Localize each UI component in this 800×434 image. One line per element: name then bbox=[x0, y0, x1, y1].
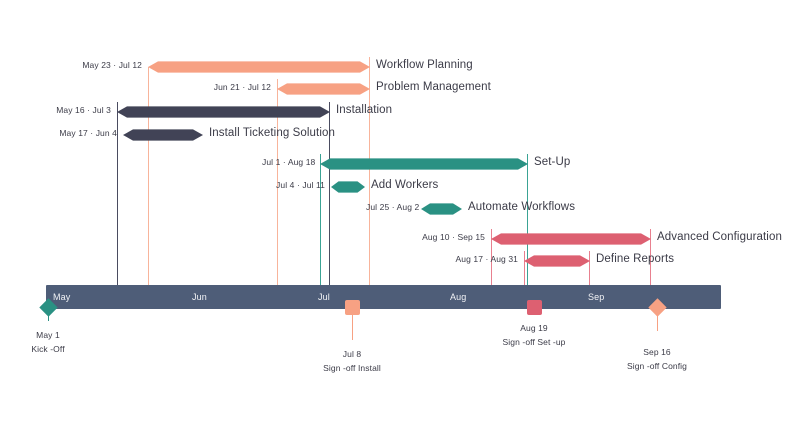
connector-line bbox=[329, 102, 330, 291]
milestone-diamond-icon bbox=[647, 297, 667, 317]
task-date-range: Jun 21 · Jul 12 bbox=[213, 82, 271, 92]
milestone-name: Sign -off Install bbox=[323, 363, 381, 373]
milestone-label: Jul 8 Sign -off Install bbox=[272, 348, 432, 375]
task-row[interactable]: Aug 17 · Aug 31 Define Reports bbox=[0, 251, 800, 271]
task-bar[interactable] bbox=[524, 251, 590, 271]
month-label: Jun bbox=[192, 292, 207, 302]
task-bar[interactable] bbox=[421, 199, 462, 219]
task-row[interactable]: Jun 21 · Jul 12 Problem Management bbox=[0, 79, 800, 99]
connector-line bbox=[117, 102, 118, 291]
milestone-label: May 1 Kick -Off bbox=[0, 329, 128, 356]
task-row[interactable]: Jul 25 · Aug 2 Automate Workflows bbox=[0, 199, 800, 219]
task-date-range: May 23 · Jul 12 bbox=[82, 60, 142, 70]
milestone-square-icon bbox=[526, 299, 542, 315]
connector-line bbox=[524, 251, 525, 291]
milestone-date: Aug 19 bbox=[520, 323, 548, 333]
connector-line bbox=[491, 229, 492, 291]
task-date-range: Aug 17 · Aug 31 bbox=[455, 254, 518, 264]
month-label: Sep bbox=[588, 292, 605, 302]
task-name-label: Advanced Configuration bbox=[657, 231, 782, 243]
milestone-date: May 1 bbox=[36, 330, 60, 340]
task-row[interactable]: May 17 · Jun 4 Install Ticketing Solution bbox=[0, 125, 800, 145]
task-date-range: May 16 · Jul 3 bbox=[56, 105, 111, 115]
task-row[interactable]: May 16 · Jul 3 Installation bbox=[0, 102, 800, 122]
milestone-stem bbox=[657, 305, 658, 331]
milestone-label: Sep 16 Sign -off Config bbox=[577, 346, 737, 373]
task-name-label: Install Ticketing Solution bbox=[209, 127, 335, 139]
timeline-axis: May Jun Jul Aug Sep bbox=[46, 285, 721, 309]
task-name-label: Workflow Planning bbox=[376, 59, 473, 71]
task-bar[interactable] bbox=[148, 57, 370, 77]
task-row[interactable]: Aug 10 · Sep 15 Advanced Configuration bbox=[0, 229, 800, 249]
task-name-label: Add Workers bbox=[371, 179, 439, 191]
milestone-date: Jul 8 bbox=[342, 349, 362, 359]
task-bar[interactable] bbox=[331, 177, 365, 197]
connector-line bbox=[277, 79, 278, 291]
month-label: Aug bbox=[450, 292, 467, 302]
task-name-label: Define Reports bbox=[596, 253, 675, 265]
task-bar[interactable] bbox=[277, 79, 370, 99]
task-bar[interactable] bbox=[491, 229, 651, 249]
milestone-label: Aug 19 Sign -off Set -up bbox=[454, 322, 614, 349]
task-row[interactable]: Jul 4 · Jul 11 Add Workers bbox=[0, 177, 800, 197]
connector-line bbox=[320, 154, 321, 291]
connector-line bbox=[589, 251, 590, 291]
task-date-range: Jul 25 · Aug 2 bbox=[366, 202, 420, 212]
task-name-label: Problem Management bbox=[376, 81, 491, 93]
milestone-name: Kick -Off bbox=[31, 344, 65, 354]
connector-line bbox=[527, 154, 528, 291]
task-name-label: Installation bbox=[336, 104, 393, 116]
task-bar[interactable] bbox=[123, 125, 203, 145]
task-name-label: Set-Up bbox=[534, 156, 571, 168]
connector-line bbox=[650, 229, 651, 291]
month-label: Jul bbox=[318, 292, 330, 302]
milestone-name: Sign -off Config bbox=[626, 361, 688, 371]
milestone-square-icon bbox=[344, 299, 360, 315]
milestone-diamond-icon bbox=[38, 297, 58, 317]
task-row[interactable]: May 23 · Jul 12 Workflow Planning bbox=[0, 57, 800, 77]
connector-line bbox=[148, 67, 149, 291]
task-bar[interactable] bbox=[320, 154, 528, 174]
task-bar[interactable] bbox=[117, 102, 330, 122]
milestone-stem bbox=[352, 305, 353, 340]
task-date-range: Jul 1 · Aug 18 bbox=[262, 157, 316, 167]
task-date-range: Aug 10 · Sep 15 bbox=[422, 232, 485, 242]
month-label: May bbox=[53, 292, 71, 302]
task-row[interactable]: Jul 1 · Aug 18 Set-Up bbox=[0, 154, 800, 174]
milestone-date: Sep 16 bbox=[643, 347, 671, 357]
task-name-label: Automate Workflows bbox=[468, 201, 576, 213]
milestone-name: Sign -off Set -up bbox=[502, 337, 566, 347]
connector-line bbox=[369, 57, 370, 291]
task-date-range: May 17 · Jun 4 bbox=[59, 128, 117, 138]
task-date-range: Jul 4 · Jul 11 bbox=[276, 180, 325, 190]
